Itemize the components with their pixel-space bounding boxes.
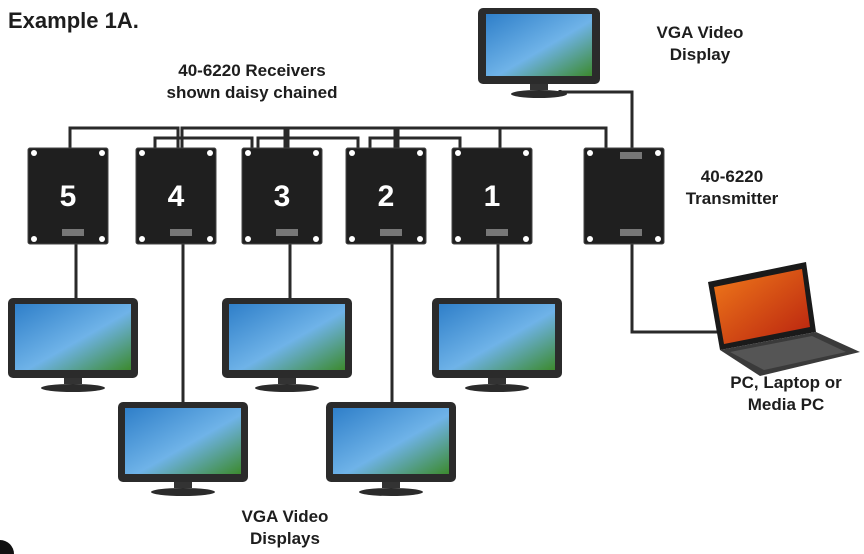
receiver-1-number: 1	[484, 180, 501, 213]
receivers-label-line2: shown daisy chained	[166, 83, 338, 102]
display-r2	[326, 402, 456, 496]
source-label-line1: PC, Laptop or	[730, 373, 842, 392]
corner-mark	[0, 540, 14, 554]
display-r4	[118, 402, 248, 496]
cable-2-1b	[368, 136, 462, 155]
top-display-label-line1: VGA Video	[656, 23, 744, 42]
cables	[68, 90, 735, 405]
cable-4-3b	[180, 126, 287, 155]
cable-tx-display	[558, 90, 634, 150]
laptop	[708, 262, 860, 376]
receiver-3-number: 3	[274, 180, 291, 213]
transmitter-label-line2: Transmitter	[685, 189, 779, 208]
display-r1	[432, 298, 562, 392]
receivers-label-line1: 40-6220 Receivers	[178, 61, 326, 80]
cable-3-2b	[286, 126, 397, 155]
displays-label: VGA Video Displays	[210, 506, 360, 550]
cable-1-tx	[498, 126, 608, 155]
receiver-5: 5	[27, 147, 109, 245]
cable-5-4	[68, 126, 180, 155]
transmitter-label: 40-6220 Transmitter	[672, 166, 792, 210]
cable-4-3a	[153, 136, 254, 155]
receiver-1: 1	[451, 147, 533, 245]
displays-label-line1: VGA Video	[241, 507, 329, 526]
receiver-2-number: 2	[378, 180, 395, 213]
source-label: PC, Laptop or Media PC	[716, 372, 856, 416]
display-r3	[222, 298, 352, 392]
transmitter	[583, 147, 665, 245]
example-title: Example 1A.	[8, 8, 139, 33]
receiver-2: 2	[345, 147, 427, 245]
receiver-3: 3	[241, 147, 323, 245]
receiver-5-number: 5	[60, 180, 77, 213]
display-r5	[8, 298, 138, 392]
source-label-line2: Media PC	[747, 395, 825, 414]
receiver-4: 4	[135, 147, 217, 245]
top-display-label: VGA Video Display	[640, 22, 760, 66]
receivers-label: 40-6220 Receivers shown daisy chained	[162, 60, 342, 104]
receiver-4-number: 4	[168, 180, 185, 213]
cable-tx-laptop	[630, 240, 735, 334]
cable-3-2	[256, 136, 360, 155]
top-vga-display	[478, 8, 600, 98]
displays-label-line2: Displays	[250, 529, 320, 548]
top-display-label-line2: Display	[669, 45, 731, 64]
transmitter-label-line1: 40-6220	[700, 167, 764, 186]
